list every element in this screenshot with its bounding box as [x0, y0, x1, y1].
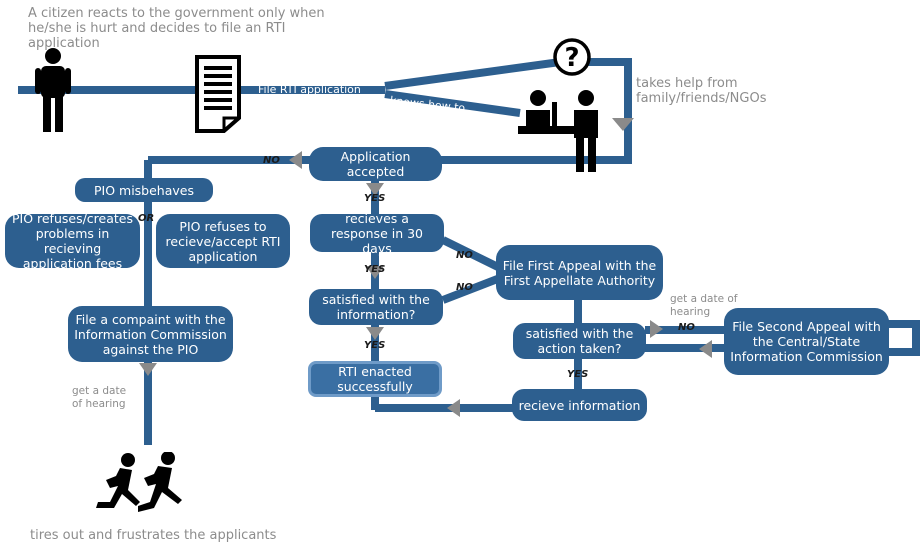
file-rti-label: File RTI application [258, 83, 361, 96]
intro-text: A citizen reacts to the government only … [28, 6, 325, 51]
svg-text:?: ? [564, 43, 579, 73]
yes-label-4: YES [567, 369, 589, 380]
no-label-action: NO [678, 322, 695, 333]
document-icon [195, 55, 241, 133]
running-people-icon [96, 452, 182, 512]
get-date-right-text: get a date of hearing [670, 293, 738, 318]
application-accepted-box: Application accepted [309, 147, 442, 181]
yes-label-3: YES [364, 340, 386, 351]
rti-enacted-box: RTI enacted successfully [308, 361, 442, 397]
satisfied-action-box: satisfied with the action taken? [513, 323, 646, 359]
no-label-response: NO [456, 250, 473, 261]
yes-label-1: YES [364, 193, 386, 204]
pio-refuses-fees-box: PIO refuses/creates problems in recievin… [5, 211, 140, 271]
tires-out-text: tires out and frustrates the applicants [30, 528, 277, 543]
second-appeal-box: File Second Appeal with the Central/Stat… [724, 308, 889, 375]
no-label-satisfied: NO [456, 282, 473, 293]
no-label-accepted: NO [263, 155, 280, 166]
or-label: OR [138, 213, 155, 224]
pio-misbehaves-box: PIO misbehaves [75, 178, 213, 202]
help-desk-icon [518, 90, 598, 172]
first-appeal-box: File First Appeal with the First Appella… [496, 245, 663, 300]
file-complaint-box: File a compaint with the Information Com… [68, 306, 233, 362]
person-icon [35, 48, 71, 132]
satisfied-info-box: satisfied with the information? [309, 289, 443, 325]
question-icon: ? [553, 38, 591, 76]
takes-help-text: takes help from family/friends/NGOs [636, 76, 767, 106]
receives-response-box: recieves a response in 30 days [310, 211, 444, 256]
receive-information-box: recieve information [512, 389, 647, 421]
pio-refuses-accept-box: PIO refuses to recieve/accept RTI applic… [156, 214, 290, 268]
get-date-left-text: get a date of hearing [72, 385, 127, 410]
yes-label-2: YES [364, 264, 386, 275]
